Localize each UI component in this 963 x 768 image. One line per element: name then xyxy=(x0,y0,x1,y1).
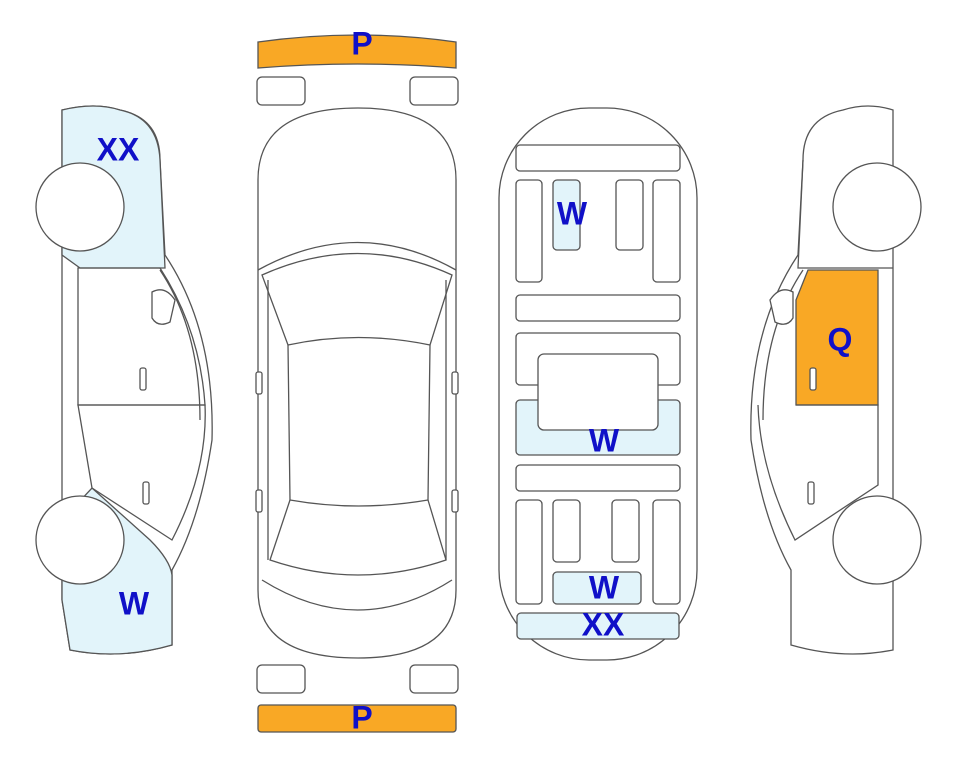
right-rear-handle[interactable] xyxy=(451,489,459,513)
rear-bumper-section: P xyxy=(256,664,459,735)
trunk-lid-label: W xyxy=(589,569,620,605)
right-rear-wheel[interactable] xyxy=(832,495,922,585)
rear-bumper-panel[interactable] xyxy=(257,704,457,733)
left-rear-quarter-label: W xyxy=(119,585,150,621)
interior-view: W W W XX xyxy=(498,107,698,661)
top-view-hood[interactable] xyxy=(257,241,457,271)
front-bumper-label: P xyxy=(351,25,372,61)
left-mirror-shape[interactable] xyxy=(151,289,176,325)
dashboard-panel[interactable] xyxy=(515,144,681,172)
right-front-wheel[interactable] xyxy=(832,162,922,252)
right-window-line xyxy=(762,269,804,421)
left-front-fender-label: XX xyxy=(97,131,140,167)
right-mirror-shape[interactable] xyxy=(769,289,794,325)
roof-front-panel[interactable] xyxy=(552,179,581,251)
trunk-lid-panel[interactable] xyxy=(552,571,642,605)
roof-center-box[interactable] xyxy=(537,353,659,431)
left-window-line xyxy=(159,269,201,421)
roof-front-label: W xyxy=(557,195,588,231)
left-rear-door[interactable] xyxy=(77,404,206,541)
rear-inner-right[interactable] xyxy=(611,499,640,563)
left-front-pillar[interactable] xyxy=(515,179,543,283)
left-rear-pillar[interactable] xyxy=(515,499,543,605)
top-view-car xyxy=(255,107,459,659)
roof-middle-label: W xyxy=(589,422,620,458)
top-view-rear-window[interactable] xyxy=(269,499,447,576)
right-front-door[interactable] xyxy=(757,404,879,541)
front-bumper-panel[interactable] xyxy=(257,34,457,69)
front-right-corner[interactable] xyxy=(409,76,459,106)
top-view-windshield[interactable] xyxy=(261,252,453,346)
left-mirror[interactable] xyxy=(255,371,263,395)
left-rear-wheel[interactable] xyxy=(35,495,125,585)
right-rear-pillar[interactable] xyxy=(652,499,681,605)
front-bumper-section: P xyxy=(256,25,459,106)
rear-panel-label: XX xyxy=(582,606,625,642)
center-crossbar[interactable] xyxy=(515,294,681,322)
left-side-view: XX W xyxy=(35,105,213,655)
top-view-roof[interactable] xyxy=(287,344,431,507)
rear-bumper-label: P xyxy=(351,699,372,735)
sunroof-strip[interactable] xyxy=(615,179,644,251)
rear-inner-left[interactable] xyxy=(552,499,581,563)
right-mirror[interactable] xyxy=(451,371,459,395)
right-front-handle[interactable] xyxy=(807,481,815,505)
left-rear-handle[interactable] xyxy=(255,489,263,513)
rear-right-corner[interactable] xyxy=(409,664,459,694)
right-rear-door-handle[interactable] xyxy=(809,367,817,391)
right-rear-door-label: Q xyxy=(828,321,853,357)
right-front-fender[interactable] xyxy=(797,159,893,269)
rear-crossbar[interactable] xyxy=(515,464,681,492)
left-front-handle[interactable] xyxy=(139,367,147,391)
top-view-trunk[interactable] xyxy=(261,579,453,611)
rear-panel[interactable] xyxy=(516,612,680,640)
left-front-wheel[interactable] xyxy=(35,162,125,252)
left-rear-door-handle[interactable] xyxy=(142,481,150,505)
right-front-pillar[interactable] xyxy=(652,179,681,283)
right-side-view: Q xyxy=(750,105,922,655)
rear-left-corner[interactable] xyxy=(256,664,306,694)
front-left-corner[interactable] xyxy=(256,76,306,106)
top-view-body[interactable] xyxy=(257,107,457,659)
